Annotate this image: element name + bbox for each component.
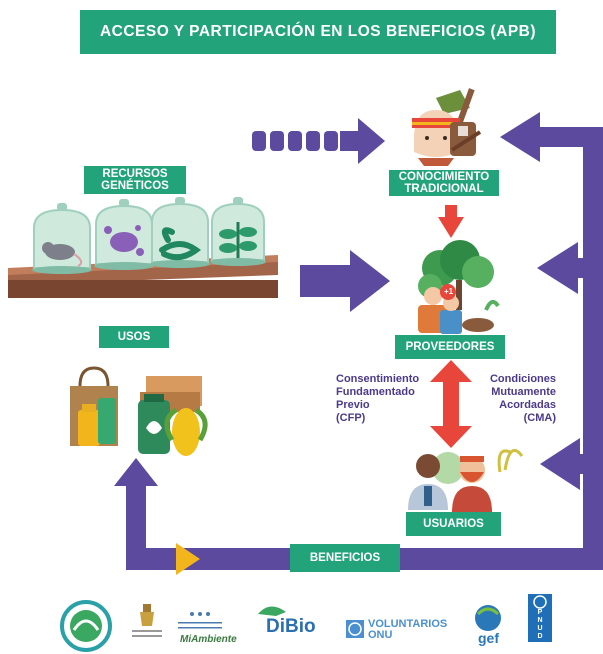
conocimiento-line-1: CONOCIMIENTO xyxy=(398,171,490,183)
mi-ambiente-logo-text: MiAmbiente xyxy=(180,634,237,645)
cma-line-4: (CMA) xyxy=(523,412,556,424)
beneficios-label: BENEFICIOS xyxy=(290,544,400,572)
proveedores-label: PROVEEDORES xyxy=(395,335,505,359)
traditional-knowledge-illustration xyxy=(412,88,482,166)
voluntarios-line-1: VOLUNTARIOS xyxy=(368,618,448,630)
logo-government-seal xyxy=(132,604,162,637)
undp-letter-3: U xyxy=(537,625,543,632)
logo-mi-ambiente-mark xyxy=(178,612,222,629)
undp-letter-4: D xyxy=(537,633,543,640)
flow-marker-triangle xyxy=(176,543,200,575)
cma-line-1: Condiciones xyxy=(489,373,556,385)
logo-un-emblem xyxy=(346,620,364,638)
cfp-line-1: Consentimiento xyxy=(336,373,420,385)
users-illustration xyxy=(408,448,524,512)
cfp-line-2: Fundamentado xyxy=(336,386,415,398)
badge-plus-one: +1 xyxy=(443,287,454,296)
red-double-arrow xyxy=(430,360,472,448)
logo-undp-block xyxy=(528,594,552,642)
cma-line-3: Acordadas xyxy=(499,399,556,411)
cfp-text: Consentimiento Fundamentado Previo (CFP) xyxy=(336,373,436,425)
dashed-arrow xyxy=(252,118,385,164)
recursos-line-1: RECURSOS xyxy=(102,168,168,180)
undp-letter-2: N xyxy=(537,617,543,624)
undp-logo-text: P N U D xyxy=(528,609,552,641)
diagram-title: ACCESO Y PARTICIPACIÓN EN LOS BENEFICIOS… xyxy=(80,10,556,54)
benefit-loop-arrow xyxy=(114,112,603,570)
usuarios-label: USUARIOS xyxy=(406,512,501,536)
cma-line-2: Mutuamente xyxy=(491,386,556,398)
cfp-line-4: (CFP) xyxy=(336,412,366,424)
cfp-line-3: Previo xyxy=(336,399,370,411)
providers-illustration xyxy=(418,240,500,334)
conocimiento-line-2: TRADICIONAL xyxy=(404,183,484,195)
voluntarios-logo-text: VOLUNTARIOS ONU xyxy=(368,619,447,641)
bell-jar-rat xyxy=(32,203,92,274)
bell-jar-microbe xyxy=(94,199,154,270)
arrow-to-proveedores xyxy=(300,250,390,312)
logo-dibio-bird xyxy=(258,606,286,616)
gef-logo-text: gef xyxy=(478,630,499,646)
cma-text: Condiciones Mutuamente Acordadas (CMA) xyxy=(468,373,556,425)
voluntarios-line-2: ONU xyxy=(368,629,393,641)
red-down-arrow xyxy=(438,205,464,238)
dibio-logo-text: DiBio xyxy=(266,616,316,637)
bell-jar-plant xyxy=(210,197,266,266)
conocimiento-tradicional-label: CONOCIMIENTO TRADICIONAL xyxy=(389,170,499,196)
undp-letter-1: P xyxy=(537,609,543,616)
uses-illustration xyxy=(70,366,208,456)
logo-circle-ring xyxy=(60,600,112,652)
usos-label: USOS xyxy=(99,326,169,348)
recursos-line-2: GENÉTICOS xyxy=(101,180,169,192)
bell-jar-snake xyxy=(150,197,210,268)
recursos-geneticos-label: RECURSOS GENÉTICOS xyxy=(84,166,186,194)
logo-gef-globe xyxy=(475,605,501,631)
